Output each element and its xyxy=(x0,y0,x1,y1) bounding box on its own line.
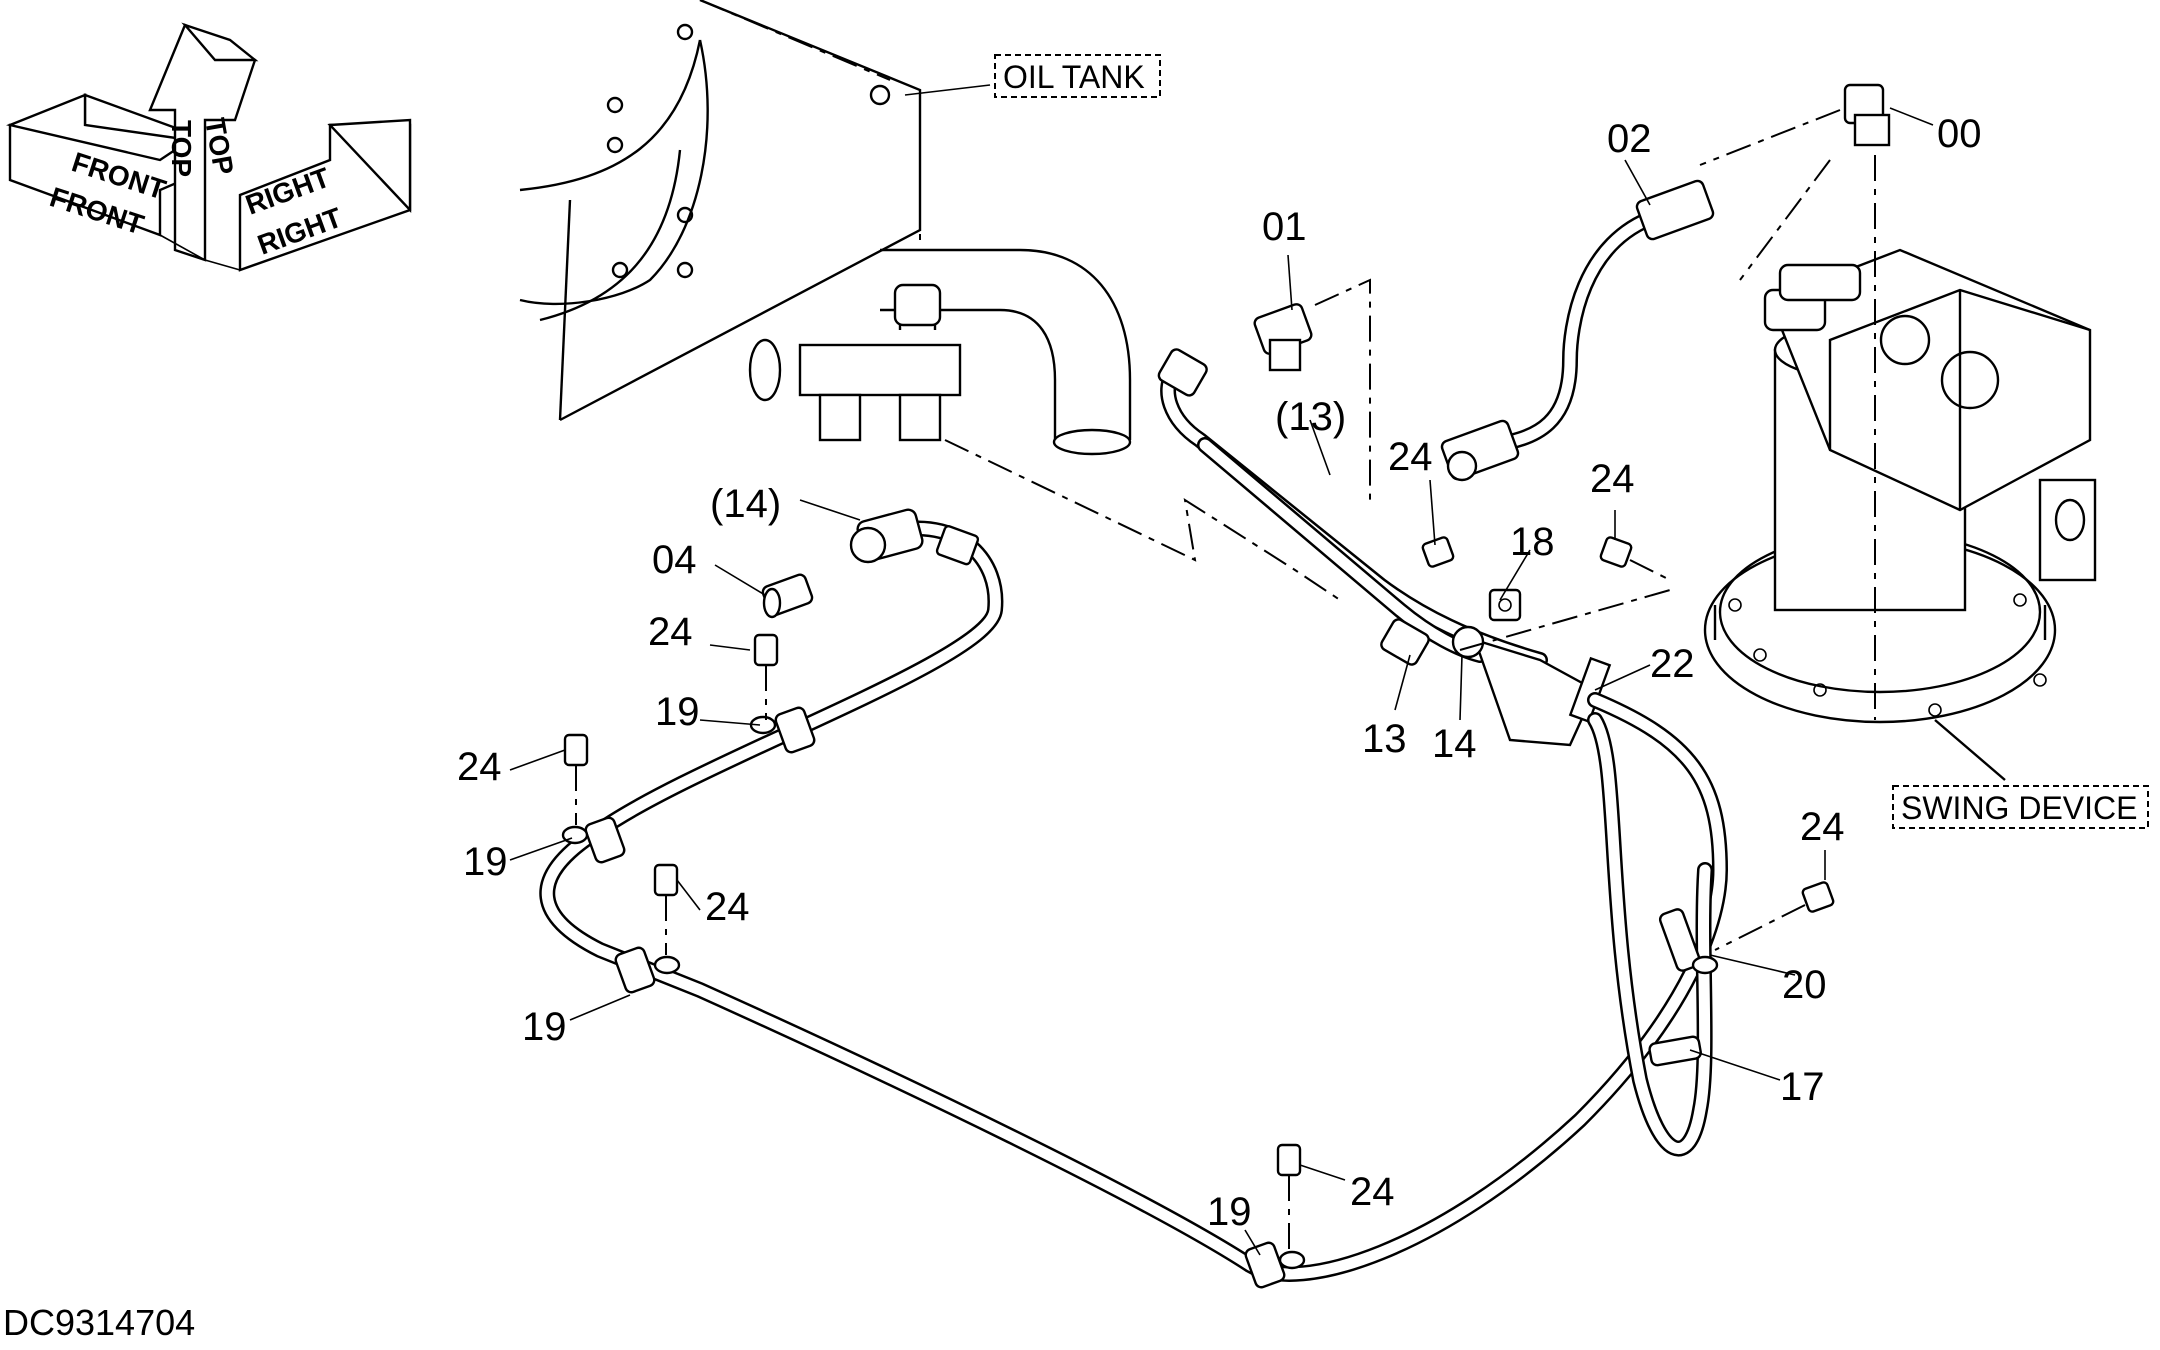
clamps xyxy=(561,706,1719,1289)
callout-19-b: 19 xyxy=(463,840,508,884)
callout-19-d: 19 xyxy=(1207,1190,1252,1234)
callout-24-g: 24 xyxy=(1350,1170,1395,1214)
top-label: TOP xyxy=(166,120,197,177)
elbow-fitting-00 xyxy=(1699,83,1891,166)
hose-02 xyxy=(1440,179,1715,482)
oil-tank-label-box xyxy=(994,54,1161,98)
callout-13-ref: (13) xyxy=(1275,395,1346,439)
bracket-18-22 xyxy=(1451,588,1671,747)
swing-device xyxy=(1703,155,2097,781)
leader-lines xyxy=(509,84,1934,1256)
callout-19-c: 19 xyxy=(522,1005,567,1049)
callout-02: 02 xyxy=(1607,117,1652,161)
document-id: DC9314704 xyxy=(3,1302,195,1343)
callout-24-d: 24 xyxy=(457,745,502,789)
elbow-fitting-01 xyxy=(1253,278,1371,500)
callout-13: 13 xyxy=(1362,717,1407,761)
hose-13 xyxy=(1157,348,1548,668)
callout-22: 22 xyxy=(1650,642,1695,686)
callout-24-b: 24 xyxy=(1590,457,1635,501)
hose-14 xyxy=(539,508,1728,1282)
callout-18: 18 xyxy=(1510,520,1555,564)
callout-24-e: 24 xyxy=(705,885,750,929)
fitting-04 xyxy=(761,573,814,619)
callout-24-c: 24 xyxy=(648,610,693,654)
bolts-24 xyxy=(563,536,1835,1250)
callout-01: 01 xyxy=(1262,205,1307,249)
callout-24-a: 24 xyxy=(1388,435,1433,479)
callout-14-ref: (14) xyxy=(710,482,781,526)
callout-14: 14 xyxy=(1432,722,1477,766)
swing-device-label-box xyxy=(1892,785,2149,829)
orientation-arrows-icon: FRONT FRONT TOP TOP RIGHT RIGHT xyxy=(6,22,412,272)
callout-19-a: 19 xyxy=(655,690,700,734)
callout-20: 20 xyxy=(1782,963,1827,1007)
oil-tank xyxy=(519,0,1341,601)
swing-device-label: SWING DEVICE xyxy=(1901,790,2137,826)
callout-00: 00 xyxy=(1937,112,1982,156)
callout-24-f: 24 xyxy=(1800,805,1845,849)
callout-17: 17 xyxy=(1780,1065,1825,1109)
oil-tank-label: OIL TANK xyxy=(1003,59,1145,95)
callout-04: 04 xyxy=(652,538,697,582)
